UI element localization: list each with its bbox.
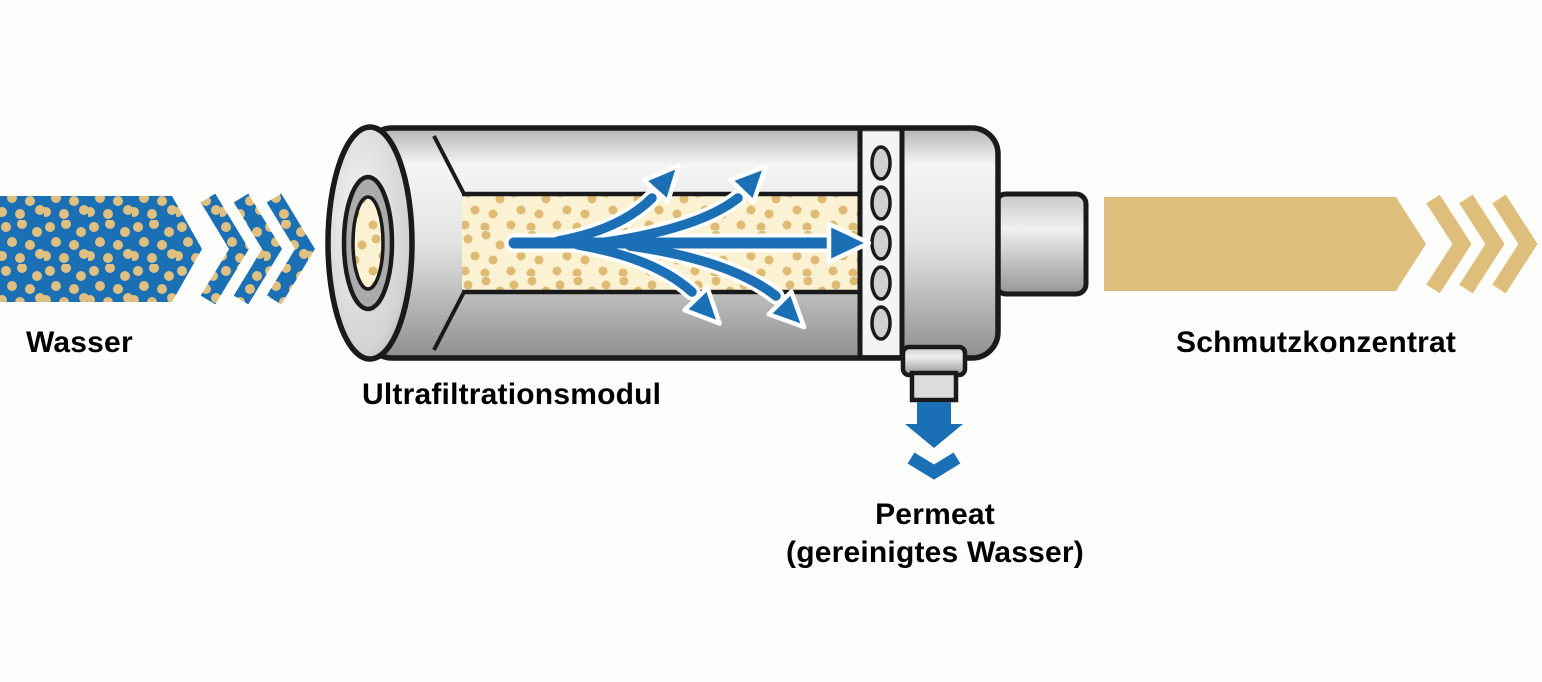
water-chevron bbox=[266, 193, 315, 305]
arrowhead bbox=[826, 221, 872, 265]
label-feed-water: Wasser bbox=[26, 326, 133, 359]
outlet-nozzle bbox=[993, 191, 1089, 297]
flow-arrow-branch-down bbox=[625, 241, 781, 301]
permeate-outlet bbox=[900, 344, 968, 480]
concentrate-outflow-arrow bbox=[1104, 194, 1538, 294]
water-chevron bbox=[233, 193, 282, 305]
permeate-chevron bbox=[907, 452, 961, 480]
plate-hole bbox=[870, 185, 892, 221]
label-permeate: Permeat (gereinigtes Wasser) bbox=[735, 496, 1135, 572]
label-dirt-concentrate: Schmutzkonzentrat bbox=[1176, 326, 1457, 359]
water-chevron bbox=[200, 193, 249, 305]
label-permeate-line1: Permeat bbox=[875, 498, 995, 531]
arrowhead bbox=[682, 285, 722, 326]
flow-arrows bbox=[504, 163, 872, 330]
water-inflow-arrow bbox=[0, 193, 315, 305]
cutaway-line-bottom bbox=[432, 291, 466, 351]
concentrate-chevron bbox=[1492, 194, 1538, 294]
concentrate-chevron bbox=[1459, 194, 1505, 294]
plate-hole bbox=[870, 225, 892, 261]
cutaway-line-top bbox=[432, 135, 466, 195]
water-band bbox=[0, 196, 202, 302]
plate-hole bbox=[870, 145, 892, 181]
concentrate-chevron bbox=[1426, 194, 1472, 294]
arrowhead bbox=[766, 289, 807, 330]
permeate-arrow bbox=[905, 402, 963, 448]
plate-hole bbox=[870, 305, 892, 341]
arrowhead bbox=[641, 163, 682, 204]
permeate-pipe bbox=[909, 370, 959, 403]
filter-module bbox=[325, 124, 1089, 480]
label-ultrafiltration-module: Ultrafiltrationsmodul bbox=[362, 378, 662, 411]
label-permeate-line2: (gereinigtes Wasser) bbox=[786, 536, 1084, 569]
membrane-opening bbox=[351, 195, 385, 291]
plate-hole bbox=[870, 265, 892, 301]
module-end-cap bbox=[325, 124, 415, 362]
concentrate-band bbox=[1104, 197, 1426, 291]
arrowhead bbox=[728, 164, 768, 205]
